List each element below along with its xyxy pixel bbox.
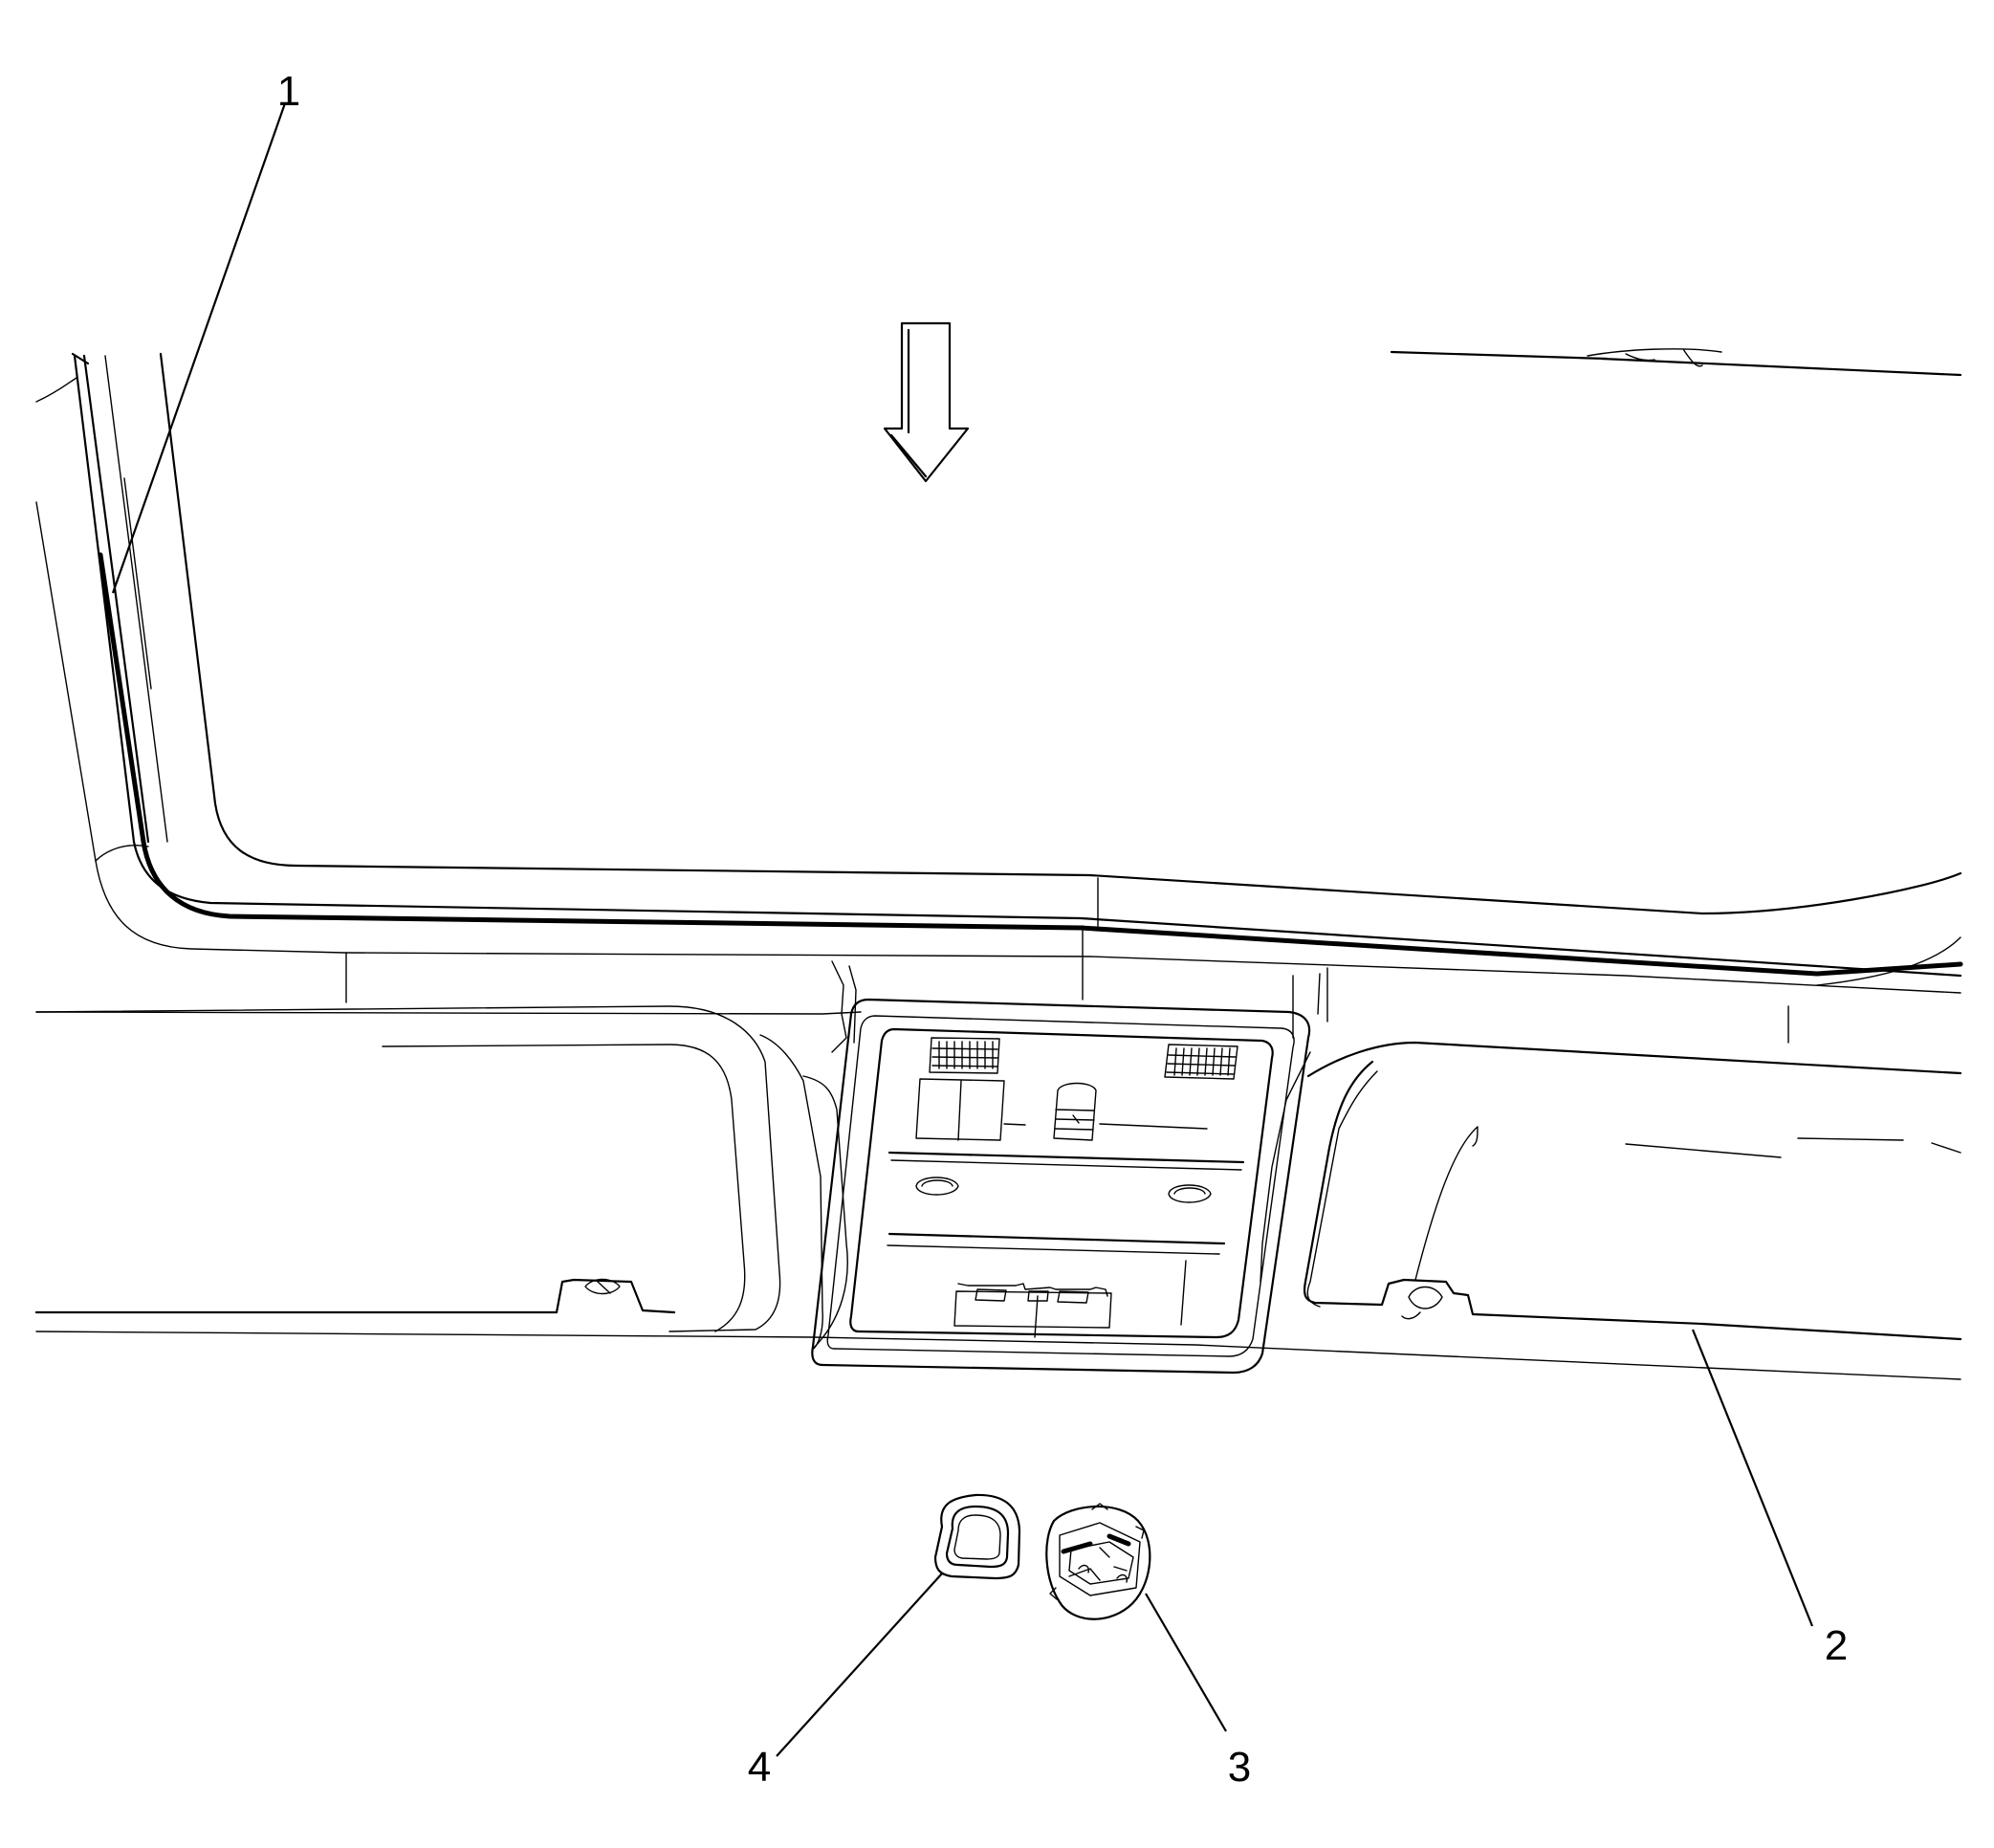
headliner-outline [35, 348, 1963, 1044]
overhead-console [811, 998, 1311, 1375]
leader-line-4 [776, 1573, 943, 1757]
callout-3: 3 [1228, 1744, 1251, 1791]
callout-1: 1 [277, 68, 300, 115]
leader-lines [111, 102, 1814, 1757]
lamp-socket-part [1045, 1503, 1151, 1620]
leader-line-2 [1691, 1329, 1814, 1627]
callout-2: 2 [1825, 1622, 1848, 1669]
leader-line-3 [1145, 1593, 1227, 1732]
lamp-bezel-part [933, 1493, 1021, 1580]
callout-4: 4 [748, 1744, 771, 1791]
leader-line-1 [111, 102, 287, 594]
headliner-panel [34, 960, 1962, 1380]
direction-arrow-icon [883, 321, 970, 483]
